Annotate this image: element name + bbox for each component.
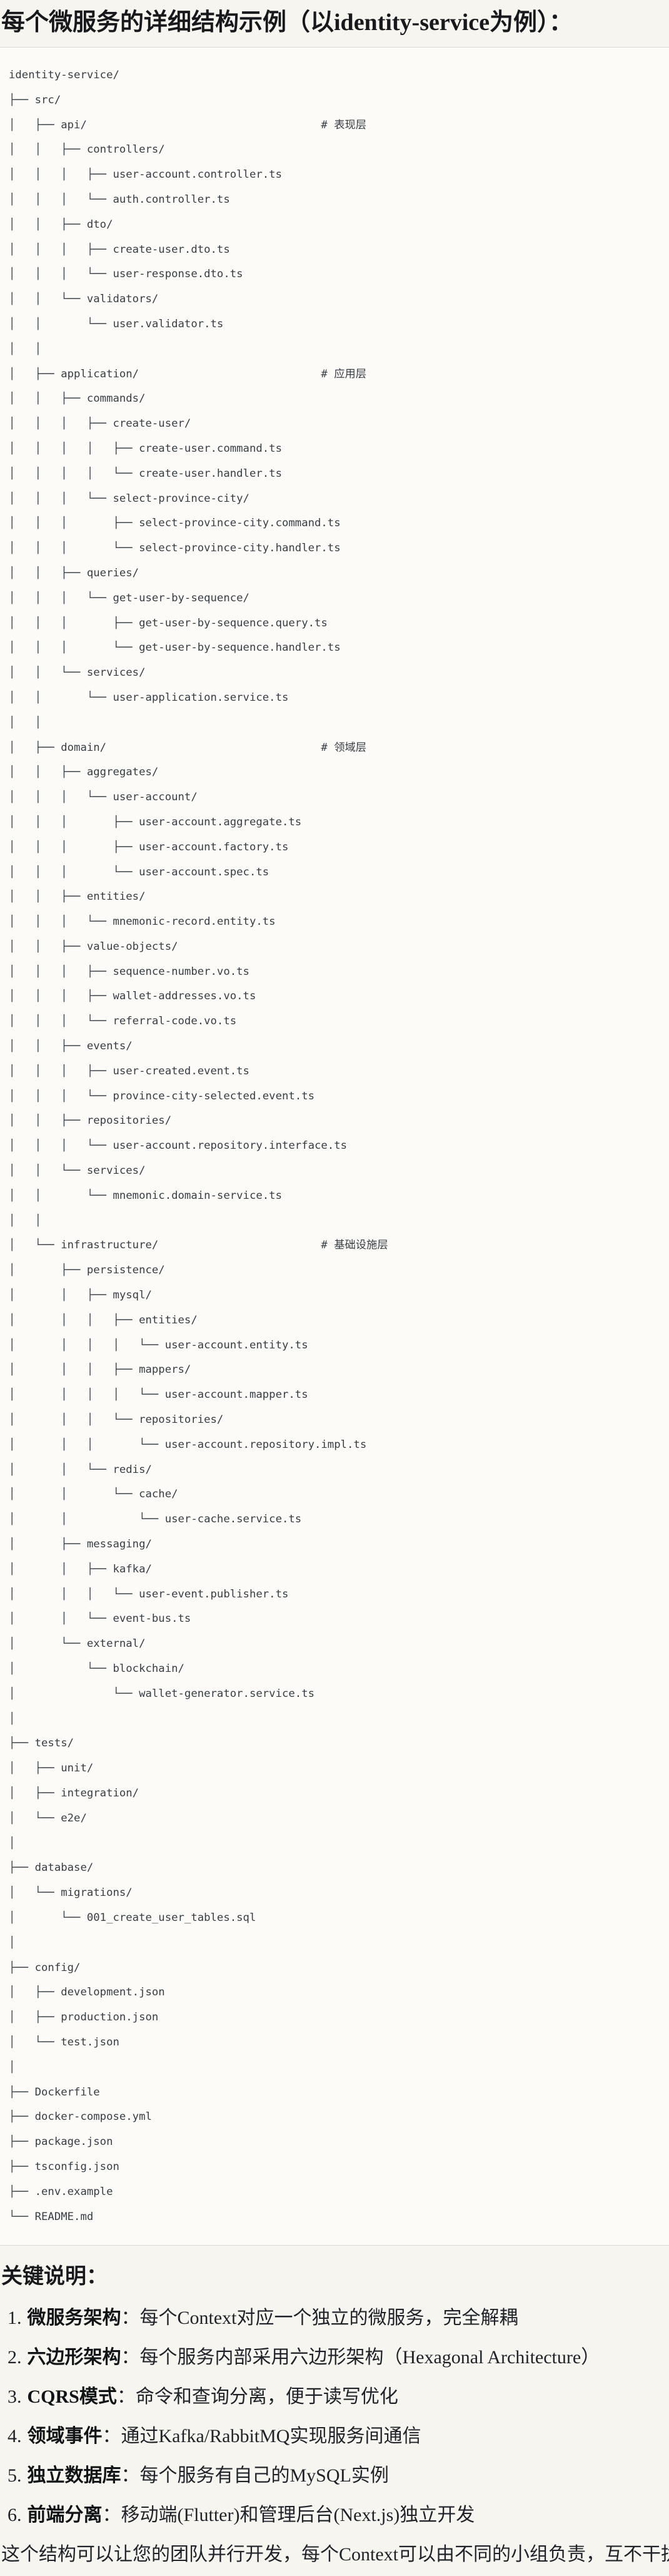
note-item: 3.CQRS模式：命令和查询分离，便于读写优化: [8, 2385, 669, 2410]
note-item-label: 微服务架构: [27, 2308, 121, 2329]
note-item-colon: ：: [116, 2386, 136, 2408]
code-block: identity-service/ ├── src/ │ ├── api/ # …: [0, 47, 669, 2246]
note-item-text: 移动端(Flutter)和管理后台(Next.js)独立开发: [121, 2505, 475, 2526]
directory-tree: identity-service/ ├── src/ │ ├── api/ # …: [9, 69, 388, 2223]
note-item-colon: ：: [121, 2465, 140, 2487]
note-item-text: 通过Kafka/RabbitMQ实现服务间通信: [121, 2426, 421, 2447]
note-item-num: 3.: [8, 2386, 22, 2408]
closing-paragraph: 这个结构可以让您的团队并行开发，每个Context可以由不同的小组负责，互不干扰…: [1, 2544, 669, 2565]
note-item-text: 每个Context对应一个独立的微服务，完全解耦: [139, 2308, 518, 2329]
note-item-colon: ：: [102, 2505, 121, 2526]
note-item-label: 六边形架构: [27, 2347, 121, 2368]
note-item-label: 独立数据库: [27, 2465, 121, 2487]
note-item-text: 每个服务有自己的MySQL实例: [139, 2465, 389, 2487]
note-item-num: 6.: [8, 2505, 22, 2526]
note-item: 2.六边形架构：每个服务内部采用六边形架构（Hexagonal Architec…: [8, 2345, 669, 2370]
note-item: 6.前端分离：移动端(Flutter)和管理后台(Next.js)独立开发: [8, 2503, 669, 2528]
note-item-num: 5.: [8, 2465, 22, 2487]
note-item-label: 领域事件: [27, 2426, 103, 2447]
note-item-num: 4.: [8, 2426, 22, 2447]
notes-heading: 关键说明：: [1, 2265, 108, 2289]
note-item-num: 1.: [8, 2308, 22, 2329]
note-item-colon: ：: [121, 2347, 140, 2368]
note-item-text: 命令和查询分离，便于读写优化: [135, 2386, 398, 2408]
note-item-label: CQRS模式: [27, 2386, 117, 2408]
note-item-colon: ：: [102, 2426, 121, 2447]
note-item-label: 前端分离: [27, 2505, 103, 2526]
note-item-num: 2.: [8, 2347, 22, 2368]
page-title: 每个微服务的详细结构示例（以identity-service为例）：: [1, 9, 573, 36]
note-item: 4.领域事件：通过Kafka/RabbitMQ实现服务间通信: [8, 2424, 669, 2449]
note-item-colon: ：: [121, 2308, 140, 2329]
note-item: 1.微服务架构：每个Context对应一个独立的微服务，完全解耦: [8, 2306, 669, 2331]
note-item-text: 每个服务内部采用六边形架构（Hexagonal Architecture）: [139, 2347, 600, 2368]
note-item: 5.独立数据库：每个服务有自己的MySQL实例: [8, 2463, 669, 2488]
